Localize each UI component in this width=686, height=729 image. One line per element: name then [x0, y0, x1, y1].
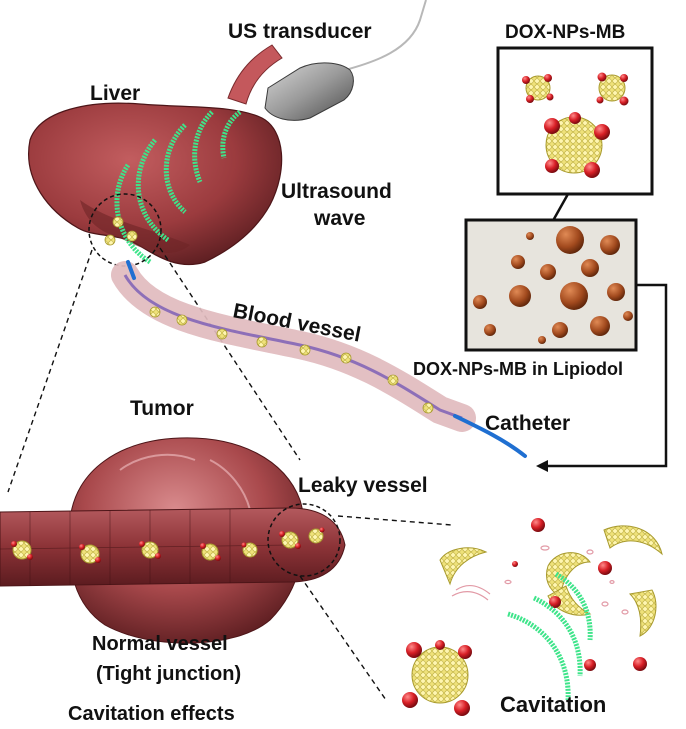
tumor-label: Tumor: [130, 397, 194, 420]
broken-shell-top: [603, 525, 663, 556]
transducer-cable: [344, 0, 427, 71]
us-transducer-label: US transducer: [228, 20, 372, 43]
ultrasound-waves: [114, 109, 242, 265]
normal-vessel: [0, 507, 346, 587]
hepatic-vein: [227, 44, 283, 105]
broken-shell-mid: [546, 552, 591, 597]
dox-nps-mb-label: DOX-NPs-MB: [505, 22, 625, 43]
micrograph-to-catheter-arrow: [545, 283, 668, 468]
ultrasound-wave-label-line2: wave: [313, 207, 365, 230]
normal-vessel-label-line2: (Tight junction): [96, 663, 241, 685]
vessel-particles: [149, 306, 434, 414]
dox-nps-mb-lipiodol-label: DOX-NPs-MB in Lipiodol: [413, 359, 623, 379]
liver-lobe-shade: [80, 200, 190, 253]
microbubble-icon: [522, 74, 554, 103]
normal-vessel-label-line1: Normal vessel: [92, 633, 228, 655]
cavitation-effects-label: Cavitation effects: [68, 703, 235, 725]
broken-shell-left: [439, 547, 488, 586]
cavitation-illustration: [402, 518, 663, 716]
ultrasound-wave-label-line1: Ultrasound: [281, 180, 392, 203]
blood-vessel: [111, 261, 476, 432]
arrow-head: [536, 460, 548, 472]
liver-label: Liver: [90, 82, 140, 105]
liver-zoom-circle: [88, 193, 162, 267]
microbubble-icon: [596, 72, 629, 106]
zoom-line-right: [159, 247, 301, 461]
catheter-tip-in-liver: [126, 260, 136, 280]
catheter-label: Catheter: [485, 412, 570, 435]
broken-shell-right: [628, 589, 657, 637]
liver: [28, 44, 283, 266]
microbubble-icon: [104, 216, 138, 246]
cavitation-zoom-line-top: [337, 515, 453, 526]
transducer-body: [264, 62, 354, 121]
microbubble-icon: [544, 112, 610, 178]
ultrasound-transducer-icon: [264, 0, 427, 121]
cavitation-label: Cavitation: [500, 692, 606, 717]
zoom-line-left: [7, 249, 93, 493]
liver-lobe: [28, 102, 283, 266]
vessel-microbubbles: [11, 527, 325, 564]
microbubble-icon: [402, 640, 472, 716]
lipiodol-micrograph: [464, 218, 638, 352]
cavitation-zoom-line-bottom: [299, 575, 387, 701]
catheter: [453, 414, 527, 458]
leaky-vessel-zoom-circle: [267, 503, 341, 577]
microbubble-group: [522, 72, 629, 178]
leaky-vessel-label: Leaky vessel: [298, 474, 428, 497]
cavitation-ultrasound-waves: [507, 571, 593, 701]
lipiodol-droplets: [473, 226, 633, 344]
